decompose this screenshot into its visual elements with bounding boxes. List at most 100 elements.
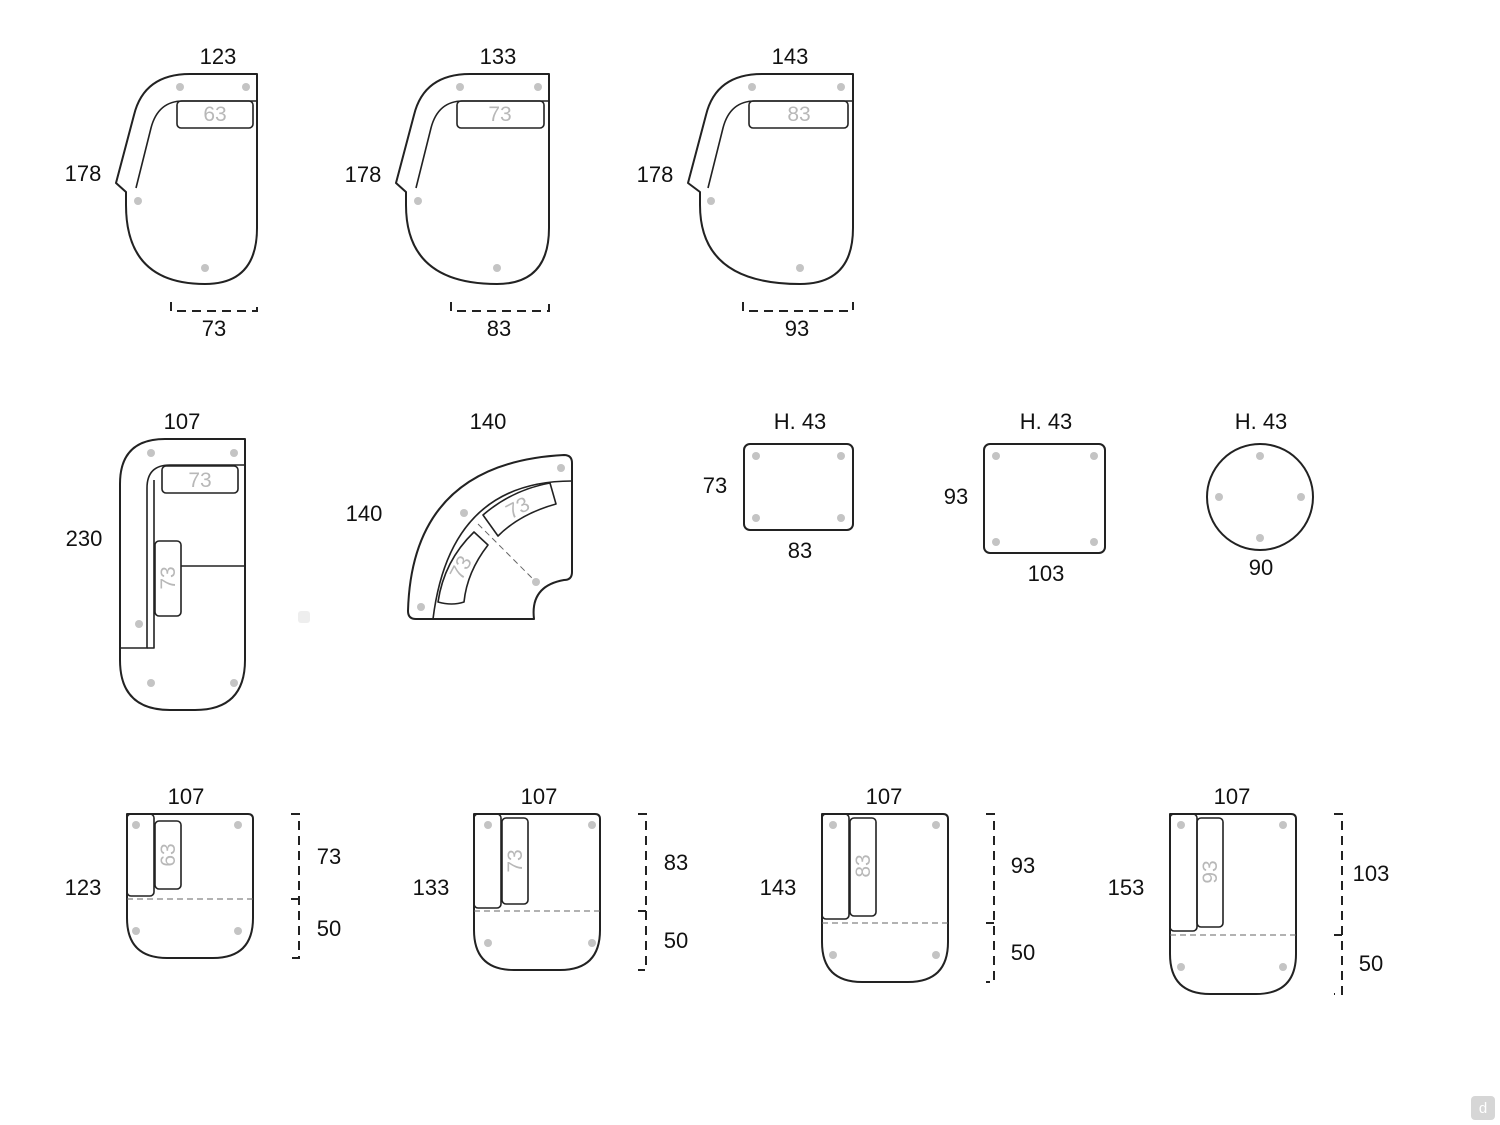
foot-dot [417,603,425,611]
depth-label: 123 [65,875,102,900]
seat-depth-label: 83 [664,850,688,875]
seat-cushion [849,817,877,917]
diameter-label: 90 [1249,555,1273,580]
armrest-line [135,100,257,189]
depth-label: 133 [413,875,450,900]
armrest-inner-line [147,480,155,649]
seat-width-label: 83 [787,103,810,126]
foot-dot [992,538,1000,546]
dimension-bracket [638,813,647,971]
seat-width-label: 63 [157,843,180,866]
module-outline [473,813,601,971]
foot-dot [1279,821,1287,829]
seat-cushion-side [154,540,182,617]
module-outline [1169,813,1297,995]
seat-cushion-b [437,531,489,605]
foot-dot [748,83,756,91]
dimension-bracket [742,302,854,312]
depth-label: 143 [760,875,797,900]
depth-label: 178 [345,162,382,187]
seat-cushion [1196,817,1224,928]
width-label: 107 [168,784,205,809]
seat-a-label: 73 [502,493,533,524]
foot-dot [147,449,155,457]
foot-dot [837,83,845,91]
seat-width-label: 83 [852,854,875,877]
armrest-line [120,464,245,649]
foot-dot [1256,534,1264,542]
foot-dot [132,821,140,829]
foot-dot [829,821,837,829]
width-label: 143 [772,44,809,69]
foot-dot [456,83,464,91]
seat-width-label: 93 [1199,860,1222,883]
module-outline [395,73,550,285]
height-label: H. 43 [1020,409,1073,434]
seat-depth-label: 93 [1011,853,1035,878]
module-outline [115,73,258,285]
pouf-small: H. 43 73 83 [703,409,854,563]
foot-dot [932,951,940,959]
foot-dot [176,83,184,91]
module-outline [821,813,949,983]
foot-dot [837,452,845,460]
module-outline [119,438,246,711]
foot-dot [588,821,596,829]
width-label: 103 [1028,561,1065,586]
foot-dot [493,264,501,272]
logo-badge [1471,1096,1495,1120]
foot-dot [588,939,596,947]
foot-dot [837,514,845,522]
seat-cushion [176,100,254,129]
foot-dot [1177,821,1185,829]
foot-dot [230,449,238,457]
foot-dot [557,464,565,472]
depth-label: 153 [1108,875,1145,900]
foot-dot [201,264,209,272]
seat-depth-label: 83 [487,316,511,341]
foot-dot [992,452,1000,460]
seat-depth-label: 73 [202,316,226,341]
placeholder-marker [298,611,310,623]
module-chaise-123: 63 123 178 73 [65,44,258,341]
foot-dot [752,452,760,460]
seat-cushion [154,820,182,890]
seat-depth-label: 103 [1353,861,1390,886]
armrest [473,813,502,909]
width-label: 123 [200,44,237,69]
foot-dot [230,679,238,687]
module-chaise-133: 73 133 178 83 [345,44,550,341]
width-label: 133 [480,44,517,69]
foot-dot [242,83,250,91]
foot-dot [147,679,155,687]
foot-dot [1297,493,1305,501]
foot-dot [234,927,242,935]
module-long-chaise: 73 73 107 230 [66,409,246,711]
width-label: 107 [1214,784,1251,809]
foot-dot [1090,452,1098,460]
seat-cushion [501,817,529,905]
seat-width-label: 73 [188,469,211,492]
seat-cushion [456,100,545,129]
foot-dot [534,83,542,91]
seat-depth-label: 73 [317,844,341,869]
module-chaise-longue-133: 73 107 133 83 50 [413,784,688,971]
depth-label: 93 [944,484,968,509]
seat-width-label: 73 [488,103,511,126]
foot-dot [532,578,540,586]
foot-dot [460,509,468,517]
foot-dot [484,821,492,829]
height-label: H. 43 [774,409,827,434]
dimension-bracket [986,813,995,983]
brand-logo: d [1471,1096,1495,1120]
extension-depth-label: 50 [1359,951,1383,976]
foot-dot [1279,963,1287,971]
logo-letter: d [1479,1100,1487,1117]
depth-label: 73 [703,473,727,498]
armrest [126,813,155,897]
extension-depth-label: 50 [1011,940,1035,965]
foot-dot [132,927,140,935]
module-chaise-longue-143: 83 107 143 93 50 [760,784,1035,983]
extension-depth-label: 50 [664,928,688,953]
